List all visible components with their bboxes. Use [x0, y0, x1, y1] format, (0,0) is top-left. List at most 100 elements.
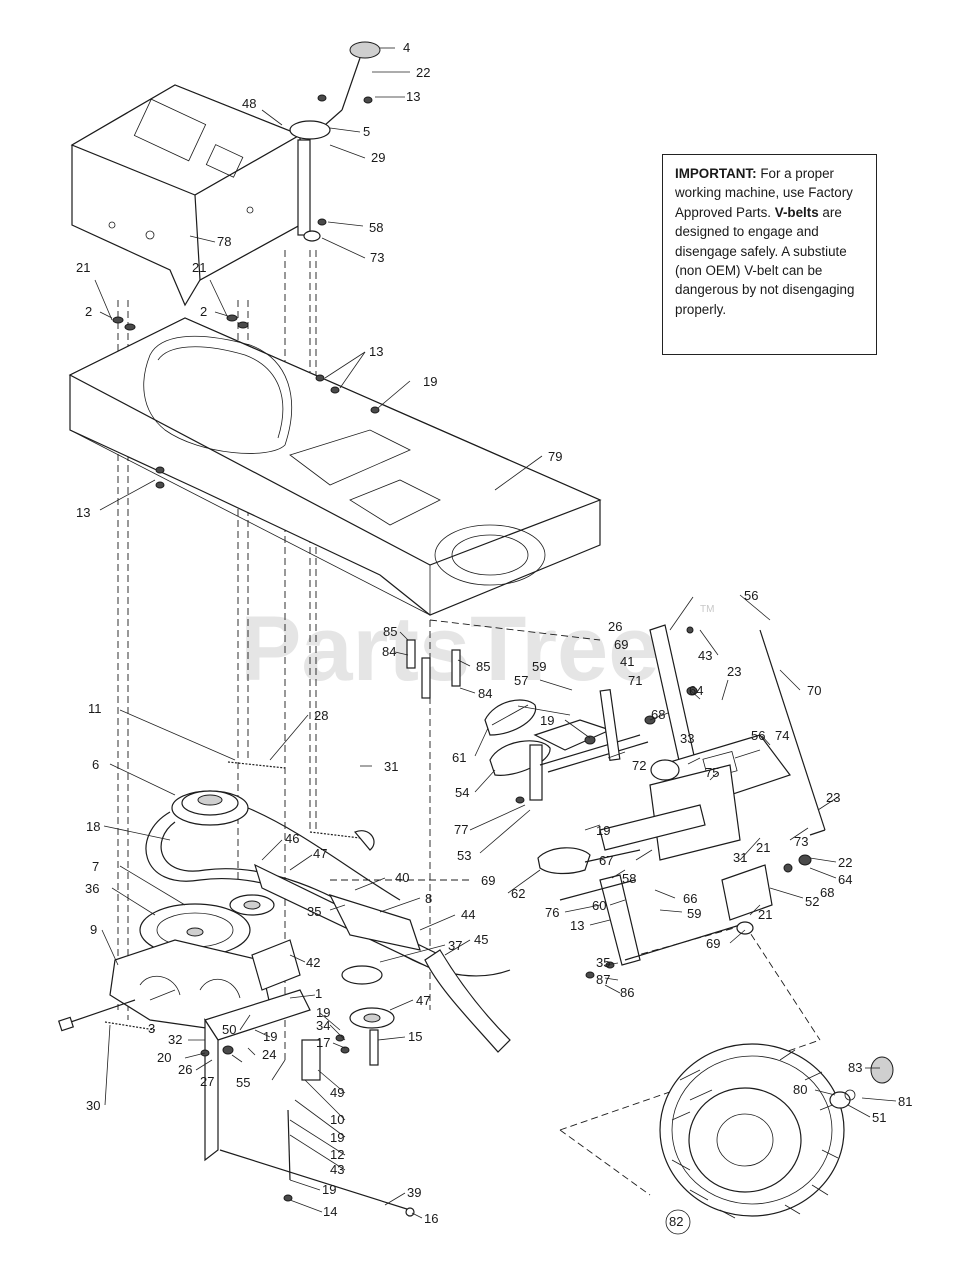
callout-13: 13 — [369, 344, 383, 359]
transaxle-body — [57, 939, 271, 1032]
callout-10: 10 — [330, 1112, 344, 1127]
callout-87: 87 — [596, 972, 610, 987]
callout-52: 52 — [805, 894, 819, 909]
frame-79 — [68, 317, 602, 616]
callout-67: 67 — [599, 853, 613, 868]
callout-82: 82 — [669, 1214, 683, 1229]
bracket-52 — [721, 864, 773, 935]
callout-22: 22 — [416, 65, 430, 80]
callout-16: 16 — [424, 1211, 438, 1226]
callout-3: 3 — [148, 1021, 155, 1036]
springs-28-31 — [227, 761, 375, 851]
callout-40: 40 — [395, 870, 409, 885]
rod-70 — [759, 629, 826, 836]
callout-12: 12 — [330, 1147, 344, 1162]
lever-60-76 — [559, 874, 741, 966]
callout-56: 56 — [744, 588, 758, 603]
callout-47: 47 — [313, 846, 327, 861]
pedal-61 — [484, 699, 537, 736]
callout-4: 4 — [403, 40, 410, 55]
callout-2: 2 — [200, 304, 207, 319]
callout-8: 8 — [425, 891, 432, 906]
brake-rod-39 — [219, 1109, 415, 1217]
notice-title: IMPORTANT: — [675, 166, 757, 181]
steering-shaft — [289, 41, 381, 242]
callout-26: 26 — [608, 619, 622, 634]
callout-59: 59 — [532, 659, 546, 674]
callout-31: 31 — [733, 850, 747, 865]
small-hardware — [155, 94, 812, 1202]
callout-30: 30 — [86, 1098, 100, 1113]
callout-37: 37 — [448, 938, 462, 953]
callout-64: 64 — [689, 683, 703, 698]
callout-6: 6 — [92, 757, 99, 772]
idler-arms — [251, 863, 511, 1053]
callout-55: 55 — [236, 1075, 250, 1090]
callout-17: 17 — [316, 1035, 330, 1050]
callout-71: 71 — [628, 673, 642, 688]
callout-78: 78 — [217, 234, 231, 249]
callout-19: 19 — [330, 1130, 344, 1145]
callout-22: 22 — [838, 855, 852, 870]
callout-73: 73 — [794, 834, 808, 849]
handle-62 — [537, 847, 641, 875]
callout-69: 69 — [481, 873, 495, 888]
leader-lines — [94, 47, 897, 1219]
lever-71 — [599, 688, 621, 762]
callout-19: 19 — [322, 1182, 336, 1197]
watermark-tm: TM — [700, 604, 714, 615]
callout-41: 41 — [620, 654, 634, 669]
callout-72: 72 — [632, 758, 646, 773]
callout-43: 43 — [330, 1162, 344, 1177]
callout-42: 42 — [306, 955, 320, 970]
callout-77: 77 — [454, 822, 468, 837]
callout-48: 48 — [242, 96, 256, 111]
callout-60: 60 — [592, 898, 606, 913]
notice-title-vbelts: V-belts — [774, 204, 819, 220]
callout-44: 44 — [461, 907, 475, 922]
callout-23: 23 — [727, 664, 741, 679]
callout-9: 9 — [90, 922, 97, 937]
callout-62: 62 — [511, 886, 525, 901]
callout-19: 19 — [316, 1005, 330, 1020]
callout-49: 49 — [330, 1085, 344, 1100]
dash-panel-78 — [70, 84, 302, 307]
callout-21: 21 — [76, 260, 90, 275]
callout-19: 19 — [596, 823, 610, 838]
notice-text-2: are designed to engage and disengage saf… — [675, 204, 855, 317]
notice-text-1: For a proper working machine, use Factor… — [675, 166, 853, 220]
shaft-72 — [539, 734, 649, 773]
callout-5: 5 — [363, 124, 370, 139]
callout-54: 54 — [455, 785, 469, 800]
callout-31: 31 — [384, 759, 398, 774]
callout-56: 56 — [751, 728, 765, 743]
gear-cluster-75 — [599, 759, 741, 861]
callout-86: 86 — [620, 985, 634, 1000]
watermark-text: PartsTree — [240, 598, 659, 700]
callout-34: 34 — [316, 1018, 330, 1033]
callout-57: 57 — [514, 673, 528, 688]
callout-58: 58 — [622, 871, 636, 886]
callout-20: 20 — [157, 1050, 171, 1065]
callout-33: 33 — [680, 731, 694, 746]
callout-80: 80 — [793, 1082, 807, 1097]
engine-pulley-6 — [171, 790, 249, 826]
callout-75: 75 — [705, 765, 719, 780]
callout-2: 2 — [85, 304, 92, 319]
callout-76: 76 — [545, 905, 559, 920]
callout-58: 58 — [369, 220, 383, 235]
callout-1: 1 — [315, 986, 322, 1001]
callout-50: 50 — [222, 1022, 236, 1037]
callout-27: 27 — [200, 1074, 214, 1089]
callout-13: 13 — [570, 918, 584, 933]
callout-26: 26 — [178, 1062, 192, 1077]
callout-13: 13 — [406, 89, 420, 104]
callout-43: 43 — [698, 648, 712, 663]
callout-13: 13 — [76, 505, 90, 520]
callout-18: 18 — [86, 819, 100, 834]
spring-30 — [104, 1021, 156, 1031]
bolts-2-21 — [112, 314, 249, 331]
callout-74: 74 — [775, 728, 789, 743]
callout-73: 73 — [370, 250, 384, 265]
